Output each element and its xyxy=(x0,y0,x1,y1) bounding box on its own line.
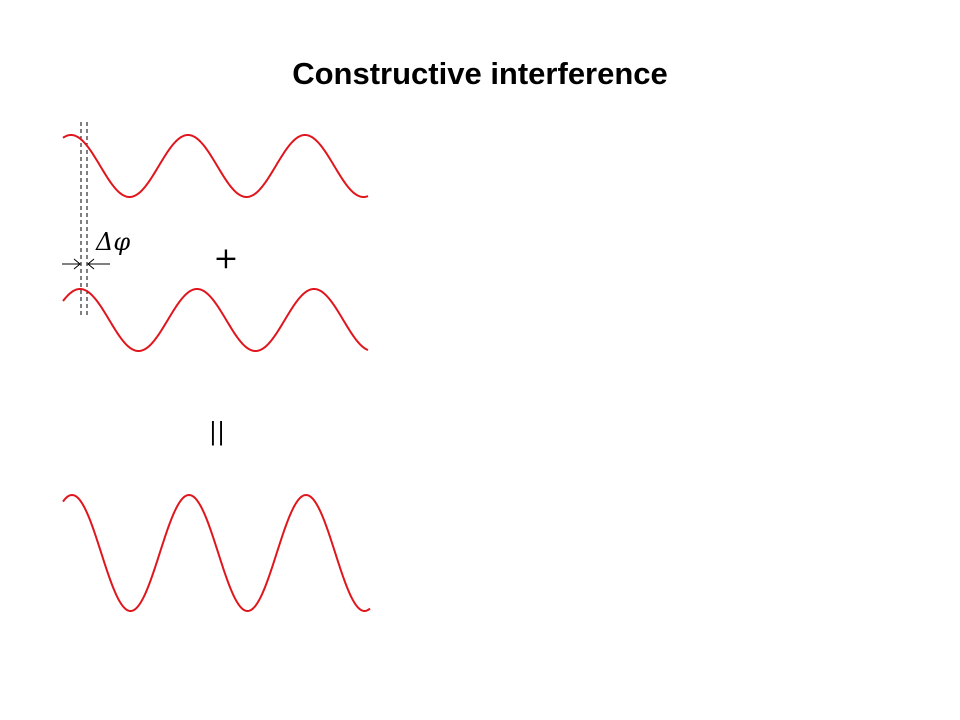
equals-sign: || xyxy=(209,418,225,447)
slide-title: Constructive interference xyxy=(292,56,668,91)
arrow-left-head xyxy=(73,258,81,270)
wave-1 xyxy=(62,133,369,198)
arrow-right-head xyxy=(87,258,95,270)
phase-shift-label: Δφ xyxy=(95,228,130,256)
wave-2 xyxy=(62,287,369,352)
phase-shift-arrows xyxy=(62,258,110,270)
plus-sign: + xyxy=(213,241,238,276)
resultant-wave xyxy=(62,493,371,612)
